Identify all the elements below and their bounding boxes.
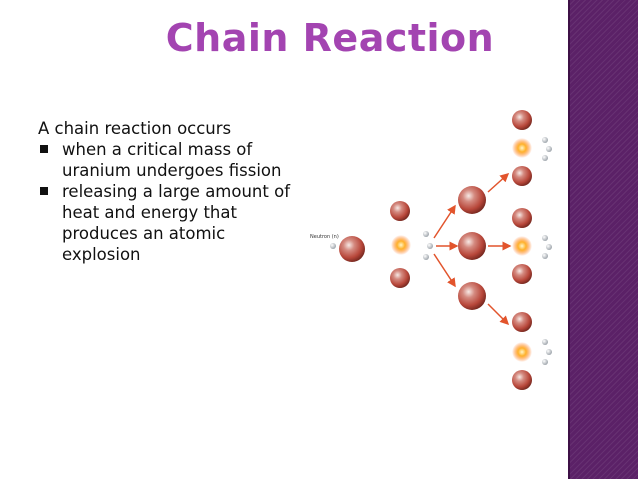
side-band-edge <box>568 0 570 479</box>
released-neutron-icon <box>423 231 429 237</box>
fission-flash-icon <box>512 138 532 158</box>
uranium-nucleus-icon <box>458 282 486 310</box>
square-bullet-icon <box>40 187 48 195</box>
slide-body: A chain reaction occurs when a critical … <box>38 118 300 265</box>
released-neutron-icon <box>542 359 548 365</box>
barium-nucleus-icon <box>390 268 410 288</box>
released-neutron-icon <box>542 339 548 345</box>
neutron-label: Neutron (n) <box>310 234 339 240</box>
released-neutron-icon <box>542 155 548 161</box>
bullet-text: releasing a large amount of heat and ene… <box>62 182 291 264</box>
chain-arrow <box>487 172 510 193</box>
chain-reaction-illustration: Neutron (n) <box>310 110 552 390</box>
krypton-nucleus-icon <box>512 312 532 332</box>
incoming-neutron-icon <box>330 243 336 249</box>
uranium-nucleus-icon <box>458 186 486 214</box>
chain-arrow <box>433 204 456 239</box>
barium-nucleus-icon <box>512 264 532 284</box>
released-neutron-icon <box>546 244 552 250</box>
krypton-nucleus-icon <box>512 110 532 130</box>
released-neutron-icon <box>546 349 552 355</box>
intro-text: A chain reaction occurs <box>38 119 232 138</box>
released-neutron-icon <box>542 137 548 143</box>
released-neutron-icon <box>542 253 548 259</box>
fission-flash-icon <box>512 342 532 362</box>
chain-arrow <box>487 303 510 326</box>
decorative-side-band <box>568 0 638 479</box>
krypton-nucleus-icon <box>390 201 410 221</box>
bullet-list: when a critical mass of uranium undergoe… <box>38 139 300 265</box>
square-bullet-icon <box>40 145 48 153</box>
bullet-item: releasing a large amount of heat and ene… <box>38 181 300 265</box>
bullet-item: when a critical mass of uranium undergoe… <box>38 139 300 181</box>
fission-flash-icon <box>512 236 532 256</box>
released-neutron-icon <box>542 235 548 241</box>
uranium-nucleus-icon <box>339 236 365 262</box>
slide-title: Chain Reaction <box>165 16 495 60</box>
released-neutron-icon <box>423 254 429 260</box>
barium-nucleus-icon <box>512 166 532 186</box>
krypton-nucleus-icon <box>512 208 532 228</box>
released-neutron-icon <box>427 243 433 249</box>
barium-nucleus-icon <box>512 370 532 390</box>
uranium-nucleus-icon <box>458 232 486 260</box>
released-neutron-icon <box>546 146 552 152</box>
chain-reaction-diagram: Neutron (n) <box>300 96 568 416</box>
bullet-text: when a critical mass of uranium undergoe… <box>62 140 282 180</box>
chain-arrow <box>433 253 456 288</box>
fission-flash-icon <box>391 235 411 255</box>
